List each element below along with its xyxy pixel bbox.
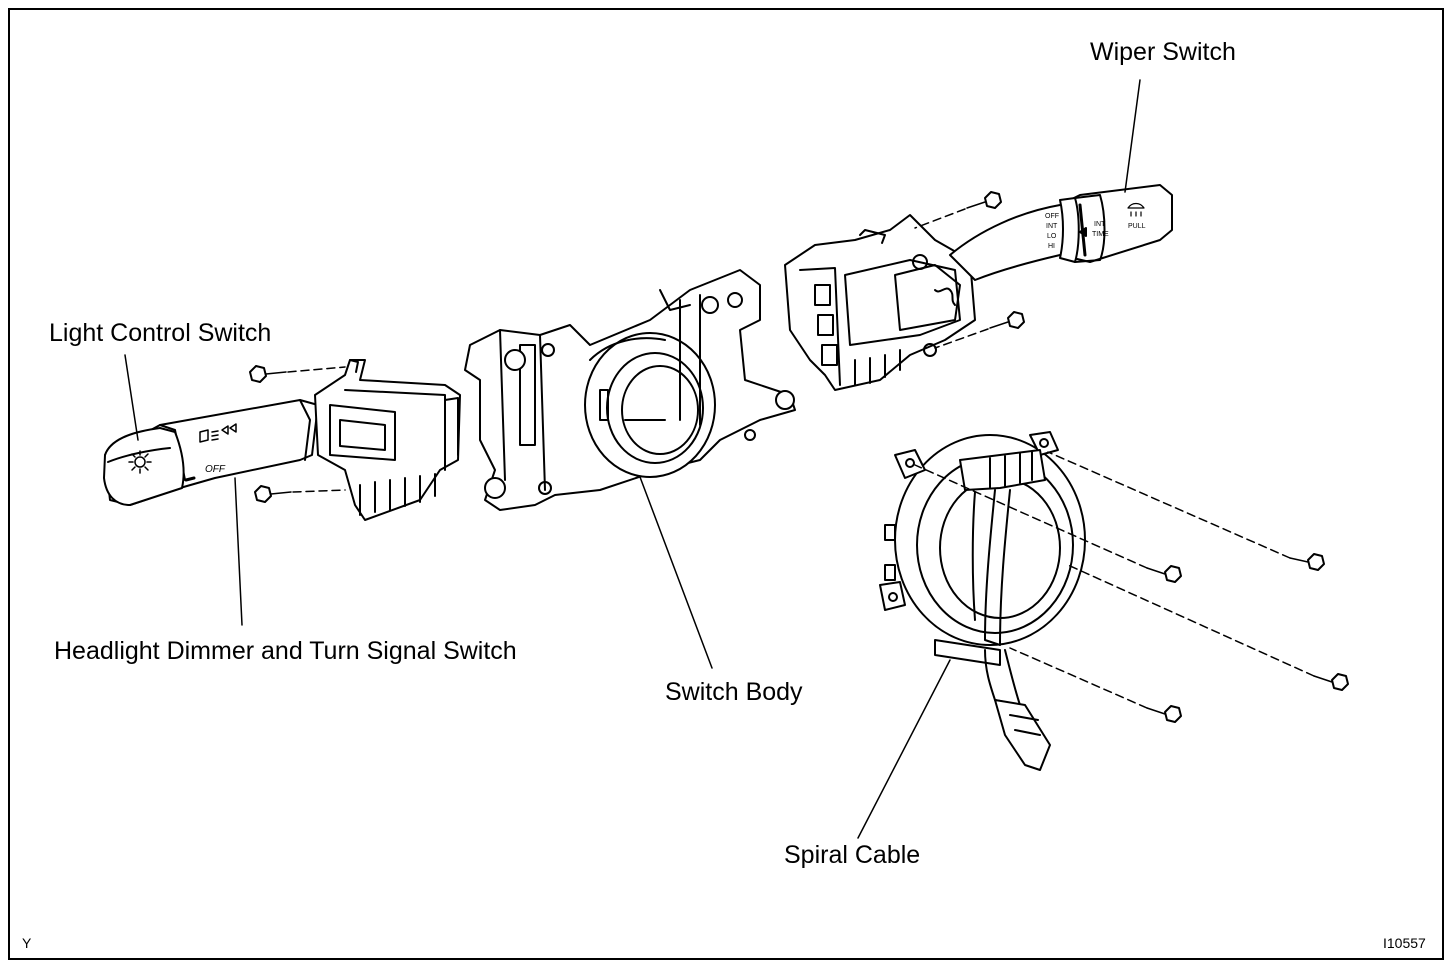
diagram-frame xyxy=(8,8,1444,960)
label-headlight-dimmer-switch: Headlight Dimmer and Turn Signal Switch xyxy=(54,637,517,665)
label-switch-body: Switch Body xyxy=(665,678,803,706)
headlight-beam-icon xyxy=(199,423,237,443)
wiper-arrow-icon xyxy=(1079,227,1087,237)
label-wiper-switch: Wiper Switch xyxy=(1090,38,1236,66)
label-spiral-cable: Spiral Cable xyxy=(784,841,921,869)
wiper-pull-label: PULL xyxy=(1128,223,1146,230)
wiper-pos-hi: HI xyxy=(1048,243,1055,250)
leader-wiper-switch xyxy=(1124,79,1141,193)
spiral-cable xyxy=(879,431,1086,771)
light-sun-icon xyxy=(128,450,152,474)
switch-body xyxy=(464,269,796,511)
screw-light-upper xyxy=(249,365,346,383)
leader-spiral-cable xyxy=(857,659,951,839)
leader-headlight-dimmer xyxy=(234,477,243,626)
screw-wiper-lower xyxy=(934,311,1025,349)
lever-off-mark: OFF xyxy=(205,464,226,475)
screw-light-lower xyxy=(254,485,346,503)
headlight-dimmer-lever: OFF xyxy=(103,399,319,506)
screw-wiper-upper xyxy=(914,191,1002,229)
screw-spiral-4 xyxy=(1009,647,1182,723)
washer-icon xyxy=(1127,202,1145,217)
figure-number: I10557 xyxy=(1383,935,1426,951)
wiper-switch-housing xyxy=(784,214,976,391)
screw-spiral-2 xyxy=(914,464,1182,583)
light-switch-housing xyxy=(314,359,461,521)
corner-code-left: Y xyxy=(22,935,32,951)
wiper-int-label: INT xyxy=(1094,221,1106,228)
screw-spiral-1 xyxy=(1047,451,1325,571)
wiper-time-label: TIME xyxy=(1092,231,1109,238)
light-control-knob xyxy=(103,427,185,506)
wiper-pos-lo: LO xyxy=(1047,233,1057,240)
screw-spiral-3 xyxy=(1067,564,1349,691)
wiper-pos-int: INT xyxy=(1046,223,1058,230)
leader-light-control-switch xyxy=(124,354,139,441)
leader-switch-body xyxy=(639,476,713,669)
wiper-pos-off: OFF xyxy=(1045,213,1059,220)
wiper-lever: OFF INT LO HI INT TIME PULL xyxy=(949,184,1173,281)
label-light-control-switch: Light Control Switch xyxy=(49,319,272,347)
